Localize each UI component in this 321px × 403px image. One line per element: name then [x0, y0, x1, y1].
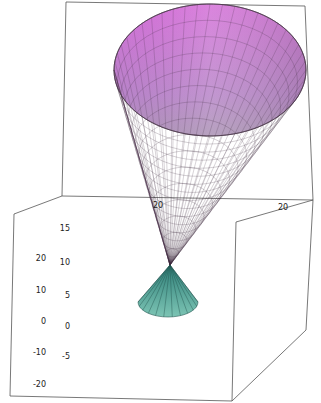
mesh-line — [170, 13, 258, 265]
axis-tick-label: 15 — [60, 224, 70, 233]
axis-tick-label: 10 — [36, 286, 46, 295]
mesh-ring — [135, 102, 255, 185]
mesh-line — [170, 265, 188, 313]
mesh-line — [170, 265, 197, 306]
mesh-line — [121, 45, 170, 265]
axis-tick-label: -20 — [33, 380, 46, 389]
mesh-line — [134, 30, 170, 265]
upper-cone — [114, 4, 306, 265]
mesh-line — [138, 265, 170, 302]
bounding-box — [10, 2, 313, 401]
axis-tick-label: 10 — [60, 258, 70, 267]
mesh-line — [170, 18, 268, 265]
mesh-line — [170, 23, 278, 265]
double-cone — [114, 4, 306, 317]
mesh-line — [170, 53, 303, 265]
mesh-line — [170, 45, 299, 265]
mesh-line — [170, 61, 305, 265]
axis-tick-label: 20 — [278, 203, 288, 212]
mesh-line — [156, 265, 170, 316]
axis-tick-label: 20 — [36, 254, 46, 263]
mesh-line — [170, 37, 293, 265]
mesh-line — [170, 5, 223, 265]
lower-cone — [138, 265, 198, 317]
mesh-ring — [118, 20, 298, 144]
mesh-line — [139, 265, 170, 306]
mesh-line — [114, 70, 170, 265]
mesh-line — [127, 37, 170, 265]
cone-rim — [114, 4, 306, 136]
mesh-line — [143, 265, 170, 310]
mesh-ring — [142, 135, 238, 201]
mesh-line — [170, 87, 303, 265]
mesh-line — [170, 70, 306, 265]
mesh-line — [170, 79, 305, 265]
mesh-line — [148, 265, 170, 313]
mesh-line — [115, 79, 170, 265]
mesh-line — [170, 117, 278, 265]
mesh-ring — [125, 53, 281, 160]
mesh-ring — [139, 118, 247, 192]
mesh-line — [170, 122, 268, 265]
mesh-line — [170, 30, 286, 265]
mesh-line — [162, 13, 170, 265]
axis-tick-label: 0 — [65, 322, 70, 331]
mesh-line — [170, 265, 198, 302]
mesh-line — [170, 9, 247, 265]
cone-shade — [114, 4, 306, 265]
mesh-line — [164, 265, 170, 317]
mesh-line — [170, 265, 172, 317]
axis-tick-label: -10 — [33, 348, 46, 357]
mesh-line — [170, 265, 193, 310]
axis-tick-label: 5 — [65, 291, 70, 300]
mesh-line — [115, 61, 170, 265]
mesh-line — [142, 23, 170, 265]
mesh-ring — [128, 69, 272, 168]
mesh-line — [170, 127, 258, 265]
mesh-ring — [132, 86, 264, 177]
mesh-line — [170, 265, 180, 316]
mesh-line — [170, 131, 247, 265]
mesh-ring — [121, 37, 289, 153]
mesh-line — [134, 110, 170, 265]
axis-tick-label: -5 — [62, 352, 70, 361]
axis-tick-label: 0 — [41, 317, 46, 326]
mesh-line — [152, 18, 170, 265]
mesh-line — [170, 6, 185, 265]
mesh-line — [170, 110, 286, 265]
mesh-ring — [114, 4, 306, 136]
axis-tick-label: 20 — [153, 201, 163, 210]
mesh-line — [170, 9, 173, 265]
